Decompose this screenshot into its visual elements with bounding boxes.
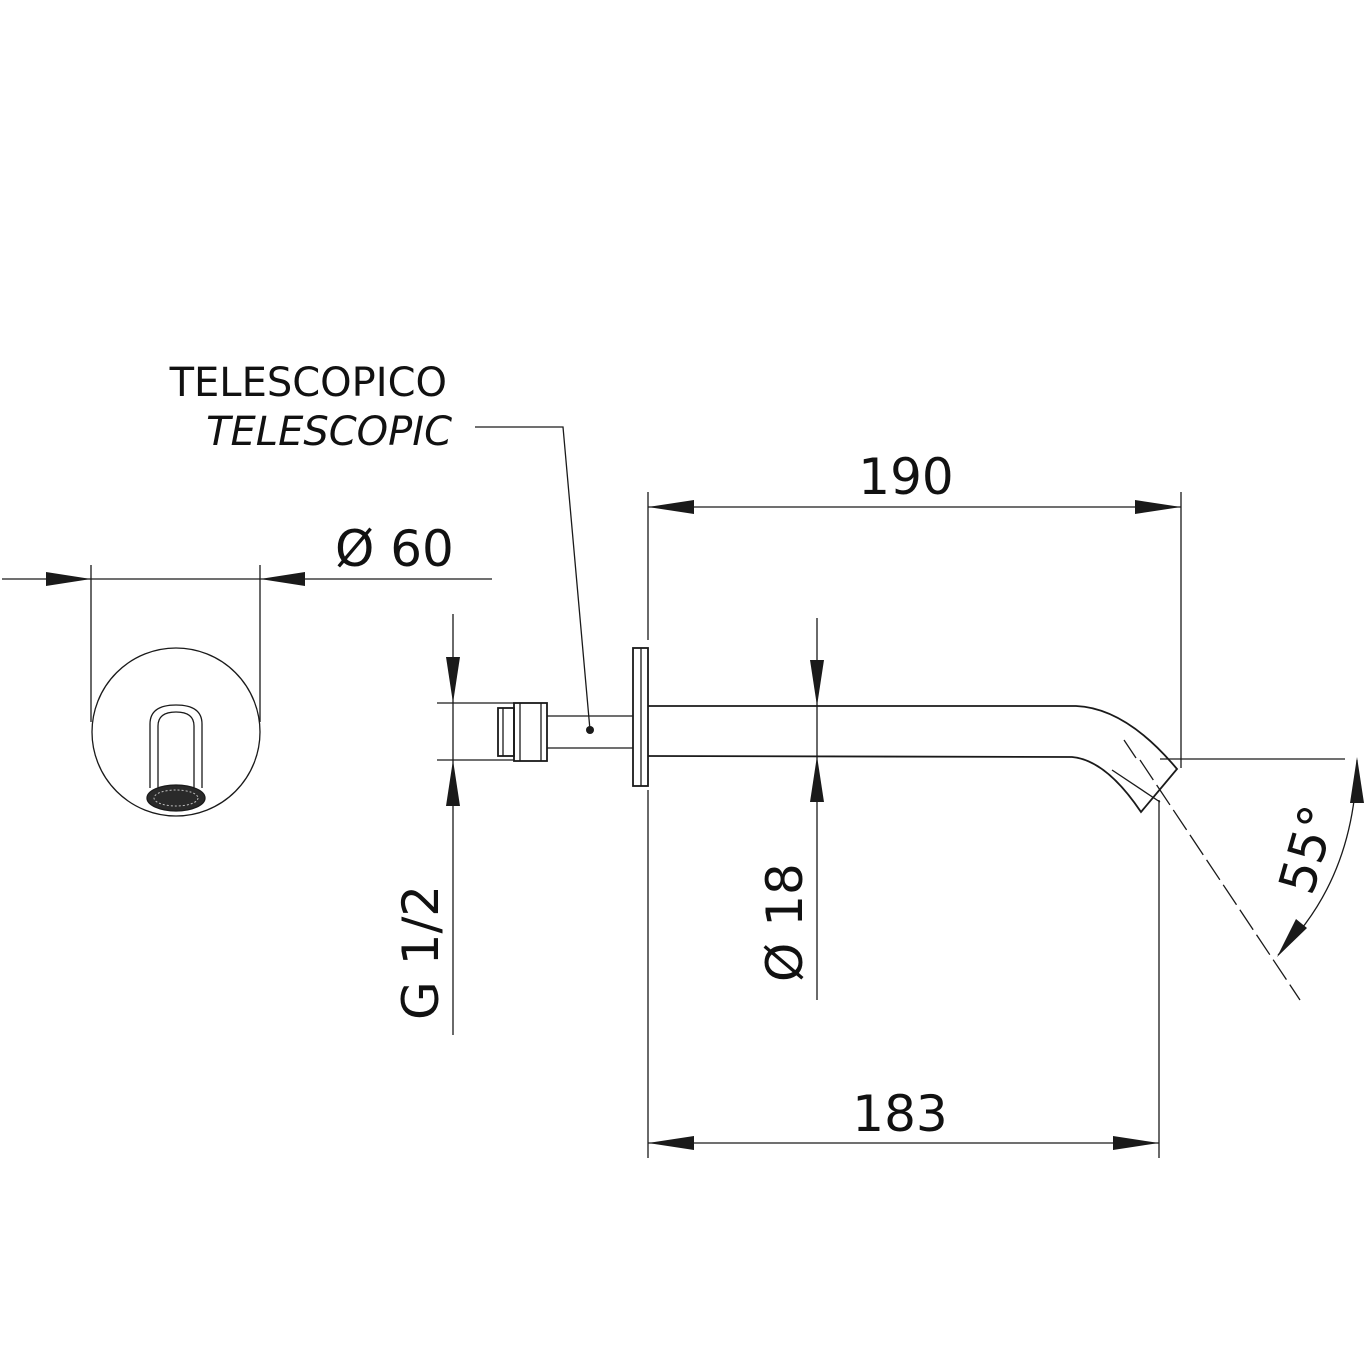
angle-label: 55° — [1268, 799, 1348, 900]
dimension-spout-diameter: Ø 18 — [756, 618, 824, 1000]
diameter-plate-label: Ø 60 — [335, 520, 454, 578]
arrow-icon — [810, 660, 824, 706]
arrow-icon — [46, 572, 91, 586]
spout-outline — [647, 705, 1179, 814]
thread-label: G 1/2 — [392, 885, 450, 1020]
dimension-thread: G 1/2 — [392, 614, 460, 1035]
arrow-icon — [1277, 919, 1307, 957]
aerator-icon — [146, 784, 206, 812]
dimension-spout-length: 183 — [647, 790, 1160, 1158]
arrow-icon — [1350, 757, 1364, 803]
side-view — [437, 647, 1179, 814]
overall-length-label: 190 — [858, 448, 953, 506]
connector-nut — [513, 702, 548, 762]
arrow-icon — [446, 760, 460, 806]
arrow-icon — [446, 657, 460, 703]
arrow-icon — [648, 1136, 694, 1150]
arrow-icon — [648, 500, 694, 514]
telescopic-callout: TELESCOPICO TELESCOPIC — [169, 360, 591, 731]
telescopic-label-it: TELESCOPICO — [169, 360, 447, 406]
spout-length-label: 183 — [852, 1085, 947, 1143]
arrow-icon — [260, 572, 305, 586]
dimension-diameter-plate: Ø 60 — [2, 520, 492, 722]
thread-end — [497, 707, 515, 757]
telescopic-label-en: TELESCOPIC — [206, 409, 452, 455]
arrow-icon — [1113, 1136, 1159, 1150]
arrow-icon — [810, 756, 824, 802]
aerator-mesh-icon — [153, 789, 199, 807]
dimension-angle: 55° — [1139, 757, 1364, 1001]
front-view — [91, 647, 261, 817]
front-spout-inner — [157, 711, 195, 788]
dimension-overall-length: 190 — [647, 448, 1182, 768]
spout-diameter-label: Ø 18 — [756, 863, 814, 982]
front-plate-circle — [91, 647, 261, 817]
arrow-icon — [1135, 500, 1181, 514]
front-spout-outline — [149, 704, 203, 788]
